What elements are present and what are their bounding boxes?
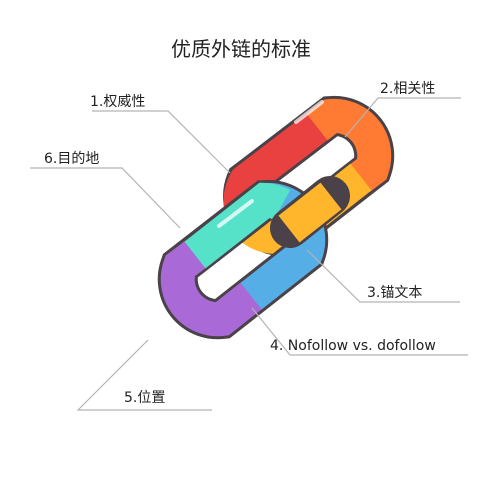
label-authority: 1.权威性 (90, 94, 145, 110)
link-overlap (270, 176, 350, 248)
leader-line-nofollow (251, 307, 468, 356)
link-a-highlight (294, 100, 324, 124)
label-nofollow-dofollow: 4. Nofollow vs. dofollow (270, 338, 436, 354)
leader-line-anchor-text (306, 249, 460, 303)
leader-line-authority (92, 110, 231, 174)
label-destination: 6.目的地 (44, 151, 99, 167)
link-segment-destination (184, 182, 291, 269)
link-segment-position (160, 240, 262, 337)
leader-line-position (76, 339, 212, 411)
label-position: 5.位置 (124, 390, 165, 406)
link-b-highlight (217, 199, 254, 228)
label-relevance: 2.相关性 (380, 81, 435, 97)
label-anchor-text: 3.锚文本 (367, 285, 422, 301)
link-b-highlight-2 (141, 260, 158, 288)
leader-line-destination (30, 167, 181, 229)
leader-line-relevance (344, 97, 461, 138)
link-segment-relevance (306, 98, 392, 192)
diagram-title: 优质外链的标准 (171, 37, 311, 61)
